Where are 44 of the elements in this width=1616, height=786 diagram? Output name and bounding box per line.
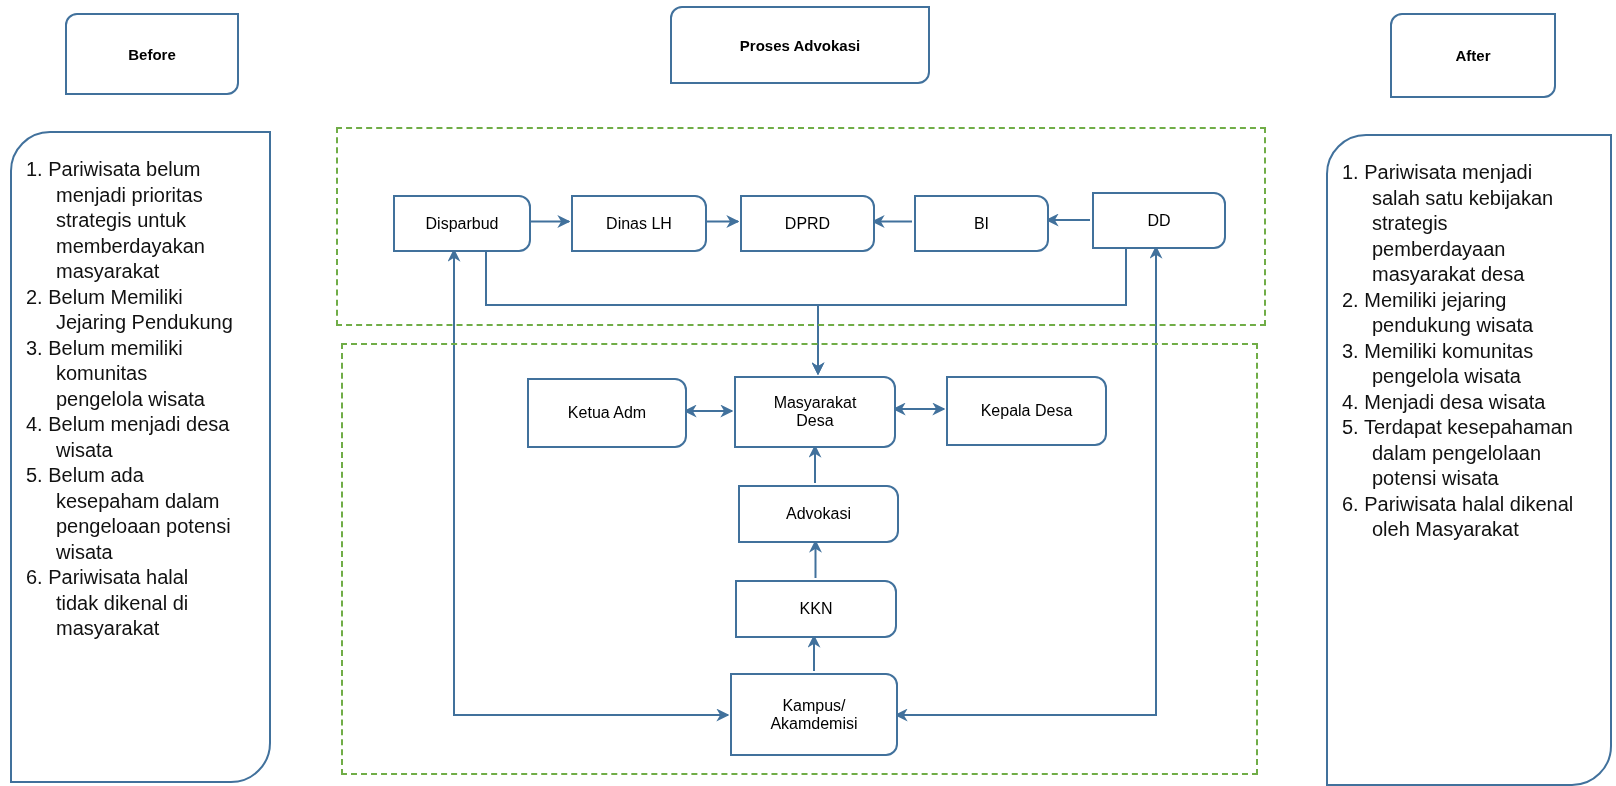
- header-box: [65, 13, 239, 95]
- dashed-group-frame: [336, 127, 1266, 326]
- list-item: 6. Pariwisata halal tidak dikenal di masyarakat: [26, 565, 190, 641]
- box-label: Kepala Desa: [980, 402, 1073, 420]
- list-item: 5. Belum ada kesepaham dalam pengeloaan potensi wisata: [26, 463, 232, 565]
- box-label: BI: [973, 214, 990, 233]
- list-item: 5. Terdapat kesepahaman dalam pengelolaan potensi wisata: [1342, 415, 1574, 491]
- box-label: DPRD: [784, 214, 831, 233]
- box-label: DD: [1147, 211, 1171, 230]
- list-panel: [1326, 134, 1612, 786]
- list-item: 4. Menjadi desa wisata: [1342, 389, 1547, 415]
- list-item: 6. Pariwisata halal dikenal oleh Masyarakat: [1342, 491, 1574, 542]
- process-box: [914, 195, 1049, 252]
- dashed-group-frame: [341, 343, 1258, 775]
- process-box: [527, 378, 687, 448]
- list-item: 2. Memiliki jejaring pendukung wisata: [1342, 287, 1535, 338]
- box-label: Advokasi: [786, 505, 851, 523]
- list-item: 3. Belum memiliki komunitas pengelola wisata: [26, 335, 206, 412]
- process-box: [946, 376, 1107, 446]
- box-label: Ketua Adm: [567, 404, 647, 422]
- process-box: [730, 673, 898, 756]
- list-item: 3. Memiliki komunitas pengelola wisata: [1342, 338, 1535, 389]
- box-label: Disparbud: [425, 214, 499, 233]
- process-box: [735, 580, 897, 638]
- list-panel: [10, 131, 271, 783]
- process-box: [738, 485, 899, 543]
- process-box: [571, 195, 707, 252]
- process-box: [734, 376, 896, 448]
- box-label: Before: [128, 45, 176, 63]
- header-box: [670, 6, 930, 84]
- process-box: [1092, 192, 1226, 249]
- list-item: 4. Belum menjadi desa wisata: [26, 412, 231, 463]
- list-item: 2. Belum Memiliki Jejaring Pendukung: [26, 284, 233, 335]
- header-box: [1390, 13, 1556, 98]
- box-label: Proses Advokasi: [739, 36, 861, 54]
- process-box: [740, 195, 875, 252]
- box-label: Masyarakat Desa: [772, 394, 858, 430]
- list-item: 1. Pariwisata belum menjadi prioritas strategis untuk memberdayakan masyarakat: [26, 157, 206, 284]
- box-label: After: [1455, 47, 1491, 64]
- process-box: [393, 195, 531, 252]
- box-label: KKN: [799, 600, 833, 618]
- box-label: Kampus/ Akamdemisi: [769, 696, 859, 733]
- box-label: Dinas LH: [606, 214, 672, 233]
- list-item: 1. Pariwisata menjadi salah satu kebijakan strategis pemberdayaan masyarakat desa: [1342, 160, 1555, 287]
